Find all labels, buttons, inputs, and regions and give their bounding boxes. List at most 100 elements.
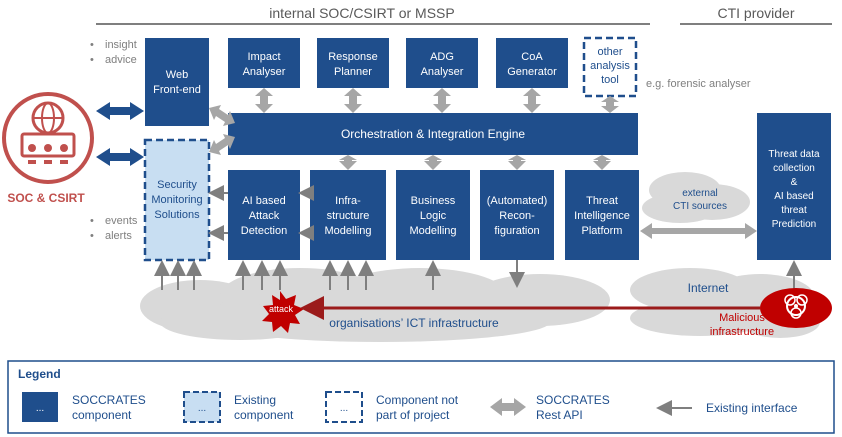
alerts-label: alerts xyxy=(105,230,132,242)
svg-text:Modelling: Modelling xyxy=(409,225,456,237)
soc-csirt-label: SOC & CSIRT xyxy=(7,191,85,205)
svg-text:...: ... xyxy=(36,403,44,414)
malicious-label-2: infrastructure xyxy=(710,326,774,338)
svg-text:...: ... xyxy=(340,403,348,414)
legend-item-2-line2: component xyxy=(234,408,294,422)
soc-csirt-icon xyxy=(2,92,94,184)
coa-generator: CoA Generator xyxy=(496,38,568,88)
other-analysis-tool: other analysis tool xyxy=(582,36,638,98)
soc-outputs: • insight • advice xyxy=(90,39,137,66)
legend-rest-api-arrow xyxy=(490,398,526,416)
external-cti-cloud xyxy=(642,172,750,223)
external-cti-label-2: CTI sources xyxy=(673,201,727,212)
svg-text:&: & xyxy=(791,177,798,188)
svg-text:Monitoring: Monitoring xyxy=(151,194,202,206)
existing-interface-arrows xyxy=(154,185,802,290)
svg-text:Front-end: Front-end xyxy=(153,84,201,96)
svg-text:AI based: AI based xyxy=(774,191,813,202)
svg-text:Security: Security xyxy=(157,179,197,191)
svg-text:Detection: Detection xyxy=(241,225,287,237)
threat-data-collection: Threat data collection & AI based threat… xyxy=(757,113,831,260)
infrastructure-modelling: Infra- structure Modelling xyxy=(310,170,386,260)
internal-header: internal SOC/CSIRT or MSSP xyxy=(269,5,454,21)
svg-text:threat: threat xyxy=(781,205,807,216)
svg-text:Generator: Generator xyxy=(507,66,557,78)
impact-analyser: Impact Analyser xyxy=(228,38,300,88)
legend-title: Legend xyxy=(18,367,61,381)
svg-text:Logic: Logic xyxy=(420,210,447,222)
malicious-label-1: Malicious xyxy=(719,312,765,324)
svg-text:•: • xyxy=(90,230,94,242)
svg-text:Impact: Impact xyxy=(247,51,280,63)
svg-text:Intelligence: Intelligence xyxy=(574,210,630,222)
provider-header: CTI provider xyxy=(717,5,794,21)
svg-text:Prediction: Prediction xyxy=(772,219,816,230)
svg-text:tool: tool xyxy=(601,74,619,86)
legend-item-1-line2: component xyxy=(72,408,132,422)
svg-text:figuration: figuration xyxy=(494,225,539,237)
svg-text:•: • xyxy=(90,215,94,227)
adg-analyser: ADG Analyser xyxy=(406,38,478,88)
svg-text:•: • xyxy=(90,39,94,51)
soc-inputs: • events • alerts xyxy=(90,215,138,242)
soc-rest-arrows xyxy=(96,102,144,166)
svg-text:CoA: CoA xyxy=(521,51,543,63)
legend-item-1-line1: SOCCRATES xyxy=(72,393,146,407)
legend-item-4-line2: Rest API xyxy=(536,408,583,422)
legend-item-3-line2: part of project xyxy=(376,408,450,422)
svg-text:Planner: Planner xyxy=(334,66,372,78)
svg-text:ADG: ADG xyxy=(430,51,454,63)
legend-item-2-line1: Existing xyxy=(234,393,276,407)
security-monitoring-solutions: Security Monitoring Solutions xyxy=(143,138,211,262)
svg-text:Threat data: Threat data xyxy=(768,149,820,160)
threat-intelligence-platform: Threat Intelligence Platform xyxy=(565,170,639,260)
svg-text:analysis: analysis xyxy=(590,60,630,72)
legend-item-5: Existing interface xyxy=(706,401,798,415)
svg-text:structure: structure xyxy=(327,210,370,222)
svg-text:Business: Business xyxy=(411,195,456,207)
ai-attack-detection: AI based Attack Detection xyxy=(228,170,300,260)
svg-text:Threat: Threat xyxy=(586,195,618,207)
business-logic-modelling: Business Logic Modelling xyxy=(396,170,470,260)
svg-text:•: • xyxy=(90,54,94,66)
web-frontend: Web Front-end xyxy=(145,38,209,126)
legend-soccrates-swatch xyxy=(22,392,58,422)
legend: Legend ... SOCCRATES component ... Exist… xyxy=(7,360,835,434)
orchestration-label: Orchestration & Integration Engine xyxy=(341,127,525,141)
other-tool-note: e.g. forensic analyser xyxy=(646,78,751,90)
attack-burst xyxy=(262,291,304,333)
svg-text:Recon-: Recon- xyxy=(499,210,535,222)
internet-label: Internet xyxy=(688,281,729,295)
insight-label: insight xyxy=(105,39,137,51)
svg-text:Solutions: Solutions xyxy=(154,209,200,221)
internet-cloud xyxy=(630,268,820,338)
svg-text:...: ... xyxy=(198,403,206,414)
svg-text:other: other xyxy=(597,46,622,58)
events-label: events xyxy=(105,215,138,227)
legend-nonproject-swatch xyxy=(325,391,363,423)
svg-text:collection: collection xyxy=(773,163,815,174)
legend-item-3-line1: Component not xyxy=(376,393,459,407)
response-planner: Response Planner xyxy=(317,38,389,88)
biohazard-icon xyxy=(760,288,832,328)
svg-text:Analyser: Analyser xyxy=(243,66,286,78)
advice-label: advice xyxy=(105,54,137,66)
svg-text:Attack: Attack xyxy=(249,210,280,222)
ict-infrastructure-cloud xyxy=(140,268,610,342)
rest-api-arrows xyxy=(209,88,757,239)
orchestration-engine xyxy=(228,113,638,155)
legend-existing-swatch xyxy=(183,391,221,423)
external-cti-label-1: external xyxy=(682,188,718,199)
legend-item-4-line1: SOCCRATES xyxy=(536,393,610,407)
svg-text:Modelling: Modelling xyxy=(324,225,371,237)
svg-text:AI based: AI based xyxy=(242,195,285,207)
svg-text:Web: Web xyxy=(166,69,188,81)
svg-text:(Automated): (Automated) xyxy=(487,195,548,207)
automated-reconfiguration: (Automated) Recon- figuration xyxy=(480,170,554,260)
svg-text:Infra-: Infra- xyxy=(335,195,361,207)
svg-text:Analyser: Analyser xyxy=(421,66,464,78)
svg-text:Response: Response xyxy=(328,51,378,63)
ict-infrastructure-label: organisations’ ICT infrastructure xyxy=(329,316,499,330)
svg-text:Platform: Platform xyxy=(582,225,623,237)
